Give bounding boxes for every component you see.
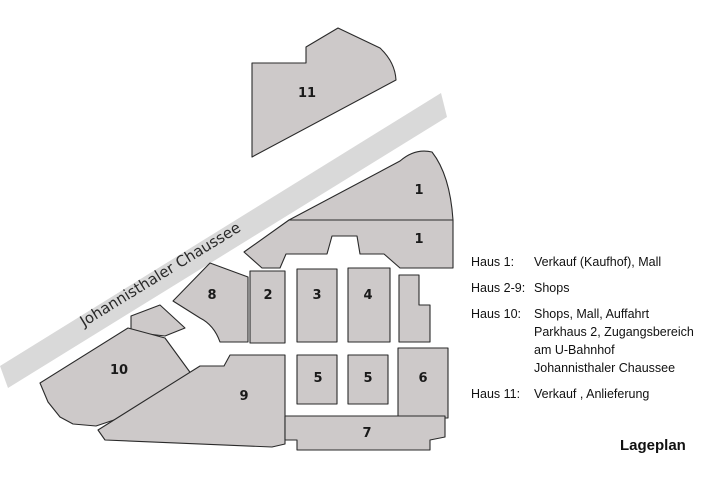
building-11[interactable] xyxy=(251,27,397,158)
building-3[interactable] xyxy=(296,268,338,343)
building-8[interactable] xyxy=(172,262,249,343)
legend: Haus 1: Verkauf (Kaufhof), Mall Haus 2-9… xyxy=(471,253,716,411)
legend-value: Shops xyxy=(534,279,716,297)
building-label-3: 3 xyxy=(312,288,321,303)
legend-key: Haus 1: xyxy=(471,255,515,269)
building-9[interactable] xyxy=(97,354,286,448)
building-6[interactable] xyxy=(397,347,449,419)
building-label-8: 8 xyxy=(207,288,216,303)
building-5-left[interactable] xyxy=(296,354,338,405)
legend-value: Verkauf (Kaufhof), Mall xyxy=(534,253,716,271)
building-4-annex[interactable] xyxy=(398,274,431,343)
building-label-1-upper: 1 xyxy=(414,183,423,198)
building-7[interactable] xyxy=(284,415,446,451)
legend-key: Haus 10: xyxy=(471,307,522,321)
legend-line: Johannisthaler Chaussee xyxy=(534,361,676,375)
legend-row: Haus 1: Verkauf (Kaufhof), Mall xyxy=(471,253,716,271)
building-label-4: 4 xyxy=(363,288,372,303)
legend-line: Shops xyxy=(534,281,570,295)
building-label-7: 7 xyxy=(362,426,371,441)
building-label-10: 10 xyxy=(110,363,128,378)
building-label-2: 2 xyxy=(263,288,272,303)
building-1-lower[interactable] xyxy=(243,219,454,269)
building-label-6: 6 xyxy=(418,371,427,386)
building-label-5-right: 5 xyxy=(363,371,372,386)
legend-row: Haus 11: Verkauf , Anlieferung xyxy=(471,385,716,403)
legend-line: Parkhaus 2, Zugangsbereich xyxy=(534,325,694,339)
building-label-5-left: 5 xyxy=(313,371,322,386)
legend-line: Verkauf , Anlieferung xyxy=(534,387,650,401)
legend-line: Shops, Mall, Auffahrt xyxy=(534,307,650,321)
legend-line: Verkauf (Kaufhof), Mall xyxy=(534,255,662,269)
legend-line: am U-Bahnhof xyxy=(534,343,615,357)
building-2[interactable] xyxy=(249,270,286,344)
building-label-9: 9 xyxy=(239,389,248,404)
legend-row: Haus 10: Shops, Mall, Auffahrt Parkhaus … xyxy=(471,305,716,377)
road-johannisthaler-chaussee xyxy=(0,93,447,388)
legend-row: Haus 2-9: Shops xyxy=(471,279,716,297)
building-label-1-lower: 1 xyxy=(414,232,423,247)
legend-value: Shops, Mall, Auffahrt Parkhaus 2, Zugang… xyxy=(534,305,716,377)
legend-key: Haus 2-9: xyxy=(471,281,526,295)
building-1-upper[interactable] xyxy=(288,150,454,221)
building-4[interactable] xyxy=(347,267,391,343)
building-5-right[interactable] xyxy=(347,354,389,405)
building-label-11: 11 xyxy=(298,86,316,101)
legend-key: Haus 11: xyxy=(471,387,521,401)
plan-title: Lageplan xyxy=(620,437,686,454)
legend-value: Verkauf , Anlieferung xyxy=(534,385,716,403)
